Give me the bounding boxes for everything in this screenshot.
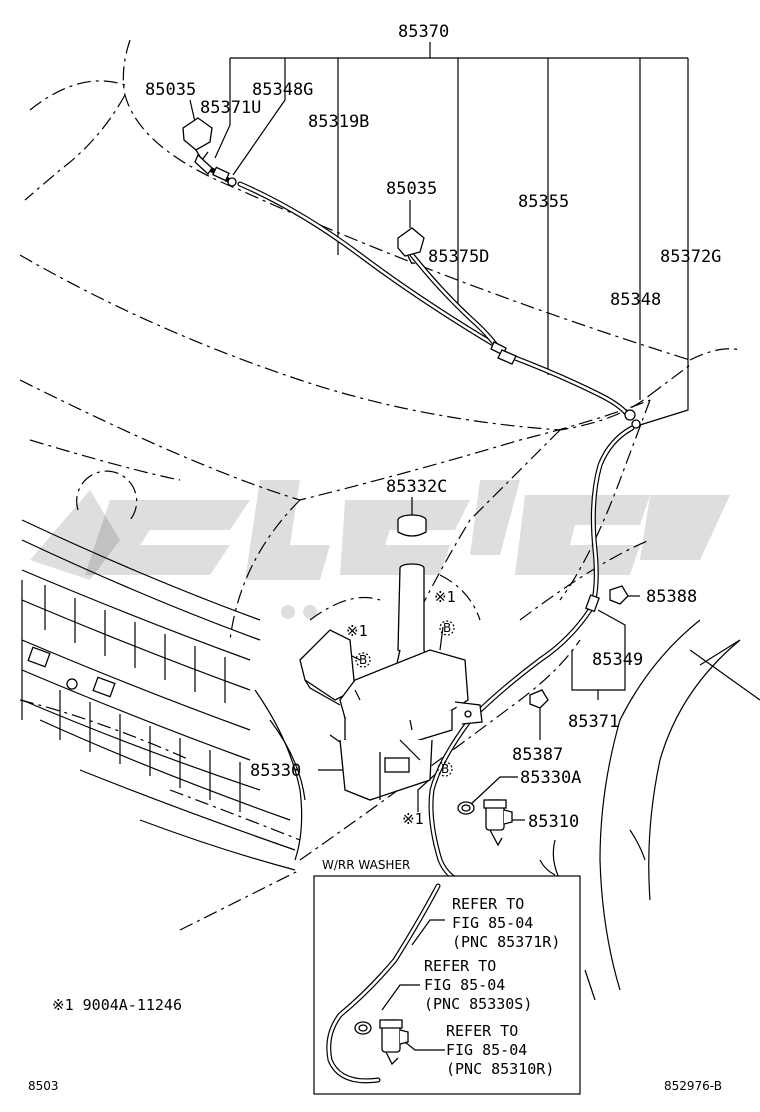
hose-joint-85355 bbox=[497, 349, 517, 365]
ref1-line1: REFER TO bbox=[452, 895, 524, 913]
mark-note-1b: ※1 bbox=[434, 588, 456, 606]
footnote: ※1 9004A-11246 bbox=[52, 996, 182, 1014]
hose-joint-85349 bbox=[585, 594, 600, 613]
leader-lines bbox=[189, 42, 689, 821]
label-85349: 85349 bbox=[592, 650, 643, 670]
watermark-logo bbox=[30, 480, 730, 619]
washer-nozzle-left bbox=[182, 117, 213, 175]
label-85332c: 85332C bbox=[386, 477, 447, 497]
ref1-line2: FIG 85-04 bbox=[452, 914, 533, 932]
diagram-code-right: 852976-B bbox=[664, 1079, 722, 1093]
label-85372g: 85372G bbox=[660, 247, 721, 267]
label-85035-left: 85035 bbox=[145, 80, 196, 100]
label-85388: 85388 bbox=[646, 587, 697, 607]
washer-nozzle-right bbox=[397, 227, 425, 265]
washer-tank bbox=[299, 563, 483, 801]
label-85375d: 85375D bbox=[428, 247, 489, 267]
label-85387: 85387 bbox=[512, 745, 563, 765]
washer-hoses bbox=[209, 167, 635, 888]
label-85371u: 85371U bbox=[200, 98, 261, 118]
part-labels: 85370 85035 85348G 85371U 85319B 85035 8… bbox=[145, 22, 721, 832]
vehicle-outline bbox=[19, 39, 760, 1001]
reservoir-cap bbox=[397, 514, 427, 537]
ref1-line3: (PNC 85371R) bbox=[452, 933, 560, 951]
hose-joint-85348 bbox=[624, 409, 641, 429]
label-85035-right: 85035 bbox=[386, 179, 437, 199]
ref3-line1: REFER TO bbox=[446, 1022, 518, 1040]
ref3-line3: (PNC 85310R) bbox=[446, 1060, 554, 1078]
inset-grommet bbox=[354, 1021, 372, 1035]
hose-clamp-85388 bbox=[609, 585, 629, 605]
label-85371: 85371 bbox=[568, 712, 619, 732]
marker-b-3: B bbox=[441, 762, 449, 776]
hose-joint-85371u bbox=[212, 166, 237, 187]
label-85310: 85310 bbox=[528, 812, 579, 832]
label-85348g: 85348G bbox=[252, 80, 313, 100]
pump-grommet bbox=[457, 801, 475, 815]
label-85348: 85348 bbox=[610, 290, 661, 310]
inset-title: W/RR WASHER bbox=[322, 858, 410, 872]
washer-pump bbox=[483, 799, 513, 847]
ref2-line2: FIG 85-04 bbox=[424, 976, 505, 994]
rear-washer-inset: W/RR WASHER REFER TO FIG 85-04 (PNC 8537… bbox=[313, 858, 581, 1095]
label-85319b: 85319B bbox=[308, 112, 369, 132]
ref2-line1: REFER TO bbox=[424, 957, 496, 975]
ref2-line3: (PNC 85330S) bbox=[424, 995, 532, 1013]
marker-b-1: B bbox=[359, 653, 367, 667]
front-grille bbox=[21, 519, 306, 871]
label-85355: 85355 bbox=[518, 192, 569, 212]
diagram-code-left: 8503 bbox=[28, 1079, 59, 1093]
ref3-line2: FIG 85-04 bbox=[446, 1041, 527, 1059]
reference-markers bbox=[355, 620, 455, 777]
label-85370: 85370 bbox=[398, 22, 449, 42]
mark-note-1a: ※1 bbox=[346, 622, 368, 640]
inset-pump bbox=[379, 1019, 409, 1066]
marker-b-2: B bbox=[443, 621, 451, 635]
label-85330: 85330 bbox=[250, 761, 301, 781]
parts bbox=[182, 117, 641, 847]
grommet-85387 bbox=[529, 689, 549, 709]
label-85330a: 85330A bbox=[520, 768, 581, 788]
mark-note-1c: ※1 bbox=[402, 810, 424, 828]
